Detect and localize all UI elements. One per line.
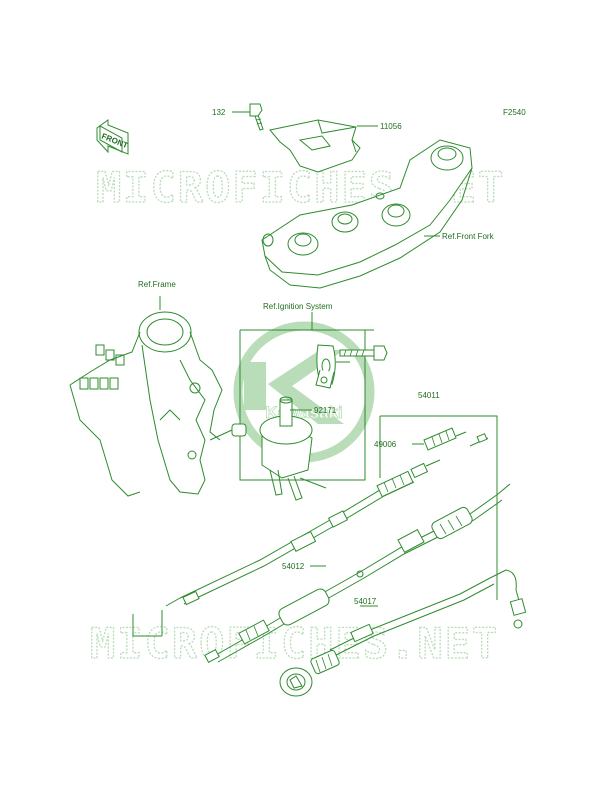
label-ref-ignition: Ref.Ignition System [263,302,333,311]
label-ref-front-fork: Ref.Front Fork [442,232,495,241]
front-arrow-icon: FRONT [96,119,129,155]
pin [469,433,489,447]
cable-54017 [279,569,527,697]
cable-54011 [165,459,441,607]
bolt-132 [232,103,264,131]
clamp [315,344,350,389]
label-11056: 11056 [380,122,402,131]
label-ref-frame: Ref.Frame [138,280,176,289]
bolt [339,345,388,361]
ignition-switch [209,396,327,501]
bracket-11056 [269,119,361,173]
label-92171: 92171 [314,406,337,415]
label-132: 132 [212,108,226,117]
bracket-54011-bottom [132,614,162,637]
ignition-box [239,330,366,481]
label-49006: 49006 [374,440,397,449]
frame [69,296,223,497]
top-bridge [261,139,473,289]
watermark-bottom: MICROFICHES.NET [90,619,499,668]
bracket-54011 [380,415,498,600]
cable-54012 [204,483,511,664]
diagram-code: F2540 [503,108,526,117]
label-54017: 54017 [354,597,377,606]
label-54012: 54012 [282,562,305,571]
label-54011: 54011 [418,391,440,400]
grommet-49006 [423,427,467,451]
